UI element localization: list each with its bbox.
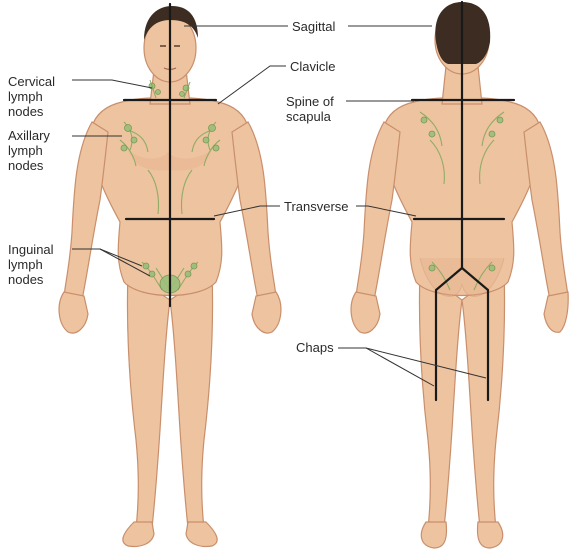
label-axillary-line3: nodes bbox=[8, 158, 44, 173]
label-axillary-line2: lymph bbox=[8, 143, 43, 158]
label-chaps-text: Chaps bbox=[296, 340, 334, 355]
label-inguinal-line3: nodes bbox=[8, 272, 44, 287]
label-clavicle-text: Clavicle bbox=[290, 59, 336, 74]
back-body-figure bbox=[351, 2, 568, 548]
label-cervical-line3: nodes bbox=[8, 104, 44, 119]
label-inguinal-line2: lymph bbox=[8, 257, 43, 272]
label-axillary-line1: Axillary bbox=[8, 128, 50, 143]
label-sagittal-text: Sagittal bbox=[292, 19, 335, 34]
label-cervical-line1: Cervical bbox=[8, 74, 55, 89]
label-cervical-line2: lymph bbox=[8, 89, 43, 104]
label-scapula-line1: Spine of bbox=[286, 94, 334, 109]
label-inguinal-line1: Inguinal bbox=[8, 242, 54, 257]
label-scapula-line2: scapula bbox=[286, 109, 332, 124]
label-sagittal: Sagittal bbox=[184, 19, 432, 34]
label-transverse-text: Transverse bbox=[284, 199, 349, 214]
